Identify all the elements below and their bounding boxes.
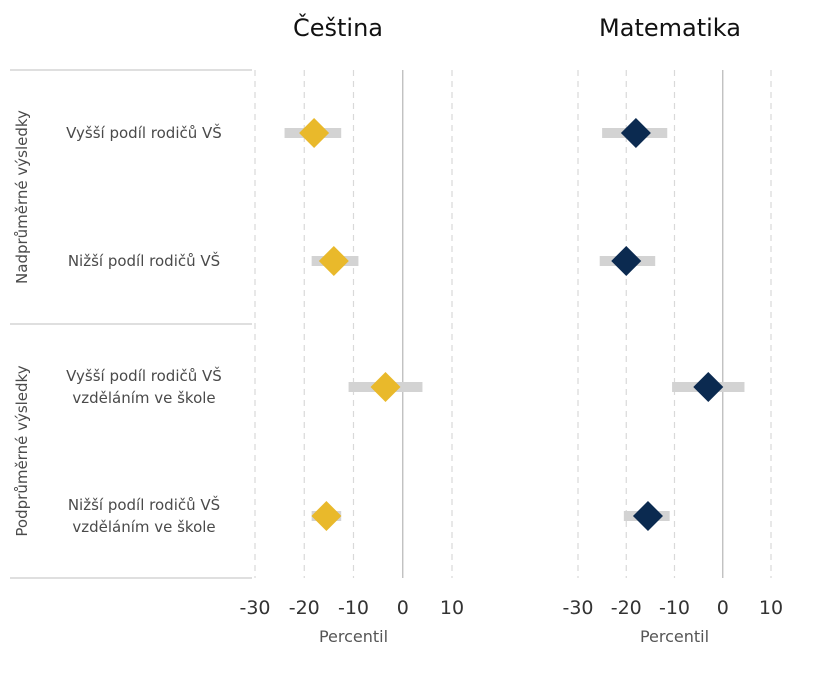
x-tick-label: -10 <box>338 597 369 619</box>
panel-title: Matematika <box>599 14 741 42</box>
group-label: Podprůměrné výsledky <box>13 365 31 536</box>
point-marker <box>370 372 401 402</box>
x-tick-label: -20 <box>289 597 320 619</box>
point-marker <box>620 118 651 148</box>
point-marker <box>311 501 342 531</box>
row-label: Vyšší podíl rodičů VŠ <box>66 366 222 385</box>
x-tick-label: 0 <box>717 597 729 619</box>
x-axis-title: Percentil <box>319 627 388 646</box>
x-tick-label: 10 <box>759 597 783 619</box>
panel-title: Čeština <box>293 12 383 42</box>
x-tick-label: -10 <box>659 597 690 619</box>
x-axis-title: Percentil <box>640 627 709 646</box>
row-label: vzděláním ve škole <box>72 518 215 536</box>
point-marker <box>632 501 663 531</box>
x-tick-label: -30 <box>562 597 593 619</box>
row-label: Nižší podíl rodičů VŠ <box>68 495 220 514</box>
row-label: Nižší podíl rodičů VŠ <box>68 251 220 270</box>
point-marker <box>611 246 642 276</box>
point-marker <box>299 118 330 148</box>
row-label: vzděláním ve škole <box>72 389 215 407</box>
group-label: Nadprůměrné výsledky <box>13 110 31 284</box>
x-tick-label: -30 <box>239 597 270 619</box>
point-marker <box>693 372 724 402</box>
x-tick-label: 10 <box>440 597 464 619</box>
x-tick-label: 0 <box>397 597 409 619</box>
row-label: Vyšší podíl rodičů VŠ <box>66 123 222 142</box>
x-tick-label: -20 <box>611 597 642 619</box>
point-marker <box>318 246 349 276</box>
